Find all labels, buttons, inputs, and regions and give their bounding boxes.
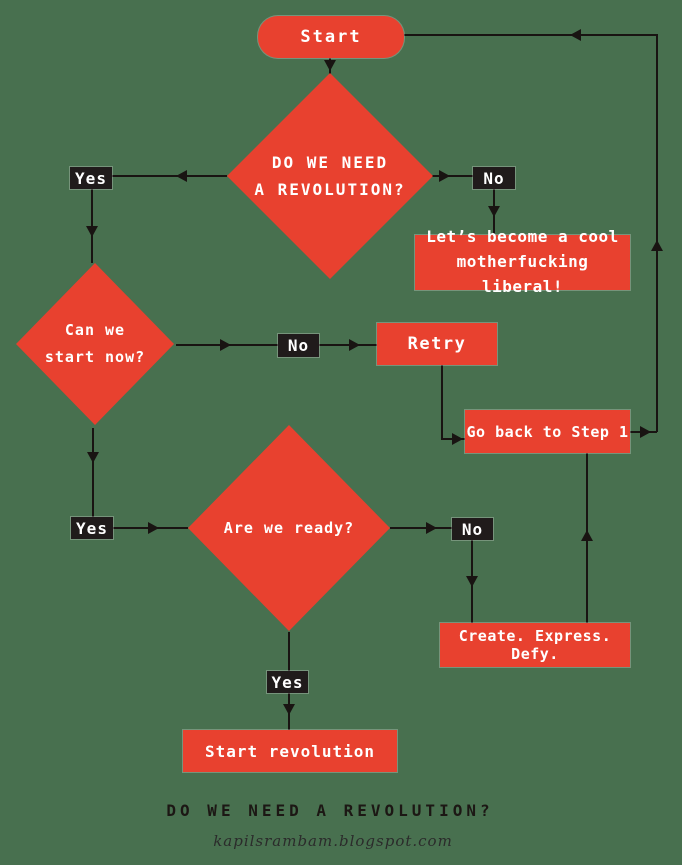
tag-no-2: No [278, 334, 319, 357]
question-start-now-line2: start now? [44, 348, 146, 366]
node-create-express-defy: Create. Express. Defy. [440, 623, 630, 667]
node-liberal-line2: motherfucking liberal! [456, 252, 589, 296]
node-retry-label: Retry [407, 334, 467, 354]
edge-loop-to-start [404, 34, 658, 36]
edge-question2-to-yes2 [92, 428, 94, 518]
node-question-revolution: DO WE NEED A REVOLUTION? [227, 73, 433, 279]
tag-no-2-label: No [287, 336, 310, 355]
node-liberal: Let’s become a cool motherfucking libera… [415, 227, 630, 296]
arrowhead-down [87, 452, 99, 463]
arrowhead-right [640, 426, 651, 438]
tag-no-3: No [452, 518, 493, 540]
question-revolution-line2: A REVOLUTION? [254, 180, 406, 199]
node-question-start-now: Can we start now? [16, 263, 174, 425]
arrowhead-left [176, 170, 187, 182]
arrowhead-right [220, 339, 231, 351]
arrowhead-up [651, 240, 663, 251]
arrowhead-right [439, 170, 450, 182]
node-question-ready: Are we ready? [188, 425, 390, 631]
arrowhead-down [86, 226, 98, 237]
tag-yes-2: Yes [71, 517, 113, 539]
arrowhead-down [283, 704, 295, 715]
node-create-express-defy-label: Create. Express. Defy. [458, 627, 612, 663]
arrowhead-right [349, 339, 360, 351]
footer-title: DO WE NEED A REVOLUTION? [166, 801, 494, 820]
question-ready-label: Are we ready? [223, 519, 355, 537]
footer-credit: kapilsrambam.blogspot.com [213, 832, 453, 850]
arrowhead-right [148, 522, 159, 534]
edge-question1-to-no1 [432, 175, 473, 177]
arrowhead-right [426, 522, 437, 534]
edge-question1-to-yes1 [112, 175, 227, 177]
edge-question3-to-no3 [390, 527, 452, 529]
tag-yes-3: Yes [267, 671, 308, 693]
edge-no2-to-retry [319, 344, 377, 346]
arrowhead-down [488, 206, 500, 217]
question-revolution-line1: DO WE NEED [271, 152, 389, 172]
tag-yes-3-label: Yes [271, 672, 304, 692]
tag-no-3-label: No [461, 519, 484, 539]
node-start-revolution-label: Start revolution [204, 741, 376, 761]
node-go-back-label: Go back to Step 1 [466, 422, 629, 441]
arrowhead-up [581, 530, 593, 541]
tag-yes-1-label: Yes [75, 168, 107, 188]
node-start-label: Start [300, 27, 362, 47]
tag-no-1-label: No [483, 168, 505, 188]
arrowhead-down [324, 60, 336, 71]
node-liberal-line1: Let’s become a cool [426, 227, 619, 247]
tag-yes-1: Yes [70, 167, 112, 189]
tag-yes-2-label: Yes [76, 518, 108, 538]
question-start-now-line1: Can we [64, 321, 126, 339]
node-retry: Retry [377, 323, 497, 365]
arrowhead-right [452, 433, 463, 445]
node-start-revolution: Start revolution [183, 730, 397, 772]
edge-retry-down [441, 365, 443, 440]
node-start: Start [258, 16, 404, 58]
arrowhead-down [466, 576, 478, 587]
edge-loop-vertical [656, 35, 658, 432]
node-go-back: Go back to Step 1 [465, 410, 630, 453]
tag-no-1: No [473, 167, 515, 189]
arrowhead-left [570, 29, 581, 41]
